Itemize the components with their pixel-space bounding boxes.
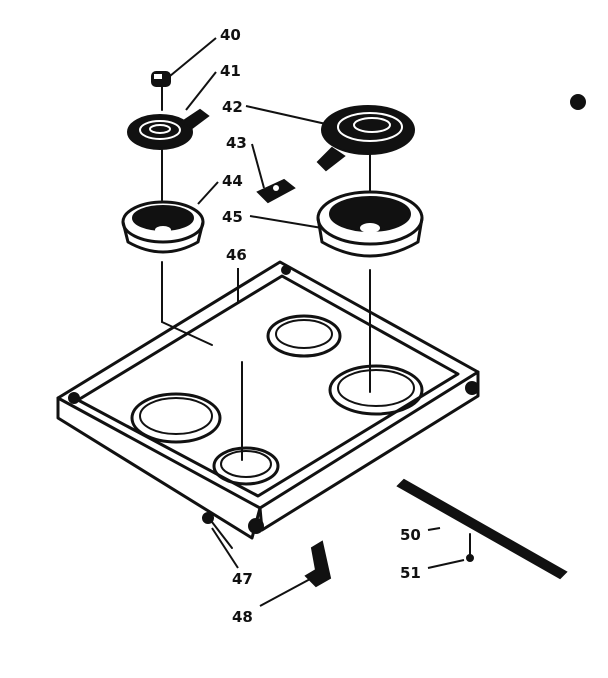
callout-51: 51 — [400, 564, 421, 582]
part-40-cap — [151, 71, 171, 87]
part-44-small-drip-pan — [121, 200, 205, 254]
callout-40: 40 — [220, 26, 241, 44]
part-41-small-element — [127, 108, 210, 150]
part-47-screw — [202, 512, 233, 549]
part-42-large-element — [316, 105, 415, 172]
callout-42: 42 — [222, 98, 243, 116]
callout-48: 48 — [232, 608, 253, 626]
part-45-large-drip-pan — [316, 190, 424, 258]
callout-45: 45 — [222, 208, 243, 226]
callout-43: 43 — [226, 134, 247, 152]
callout-47: 47 — [232, 570, 253, 588]
callout-46: 46 — [226, 246, 247, 264]
callout-44: 44 — [222, 172, 243, 190]
stray-mark — [570, 94, 586, 110]
part-48-bracket — [304, 540, 332, 588]
part-50-trim-strip — [396, 478, 568, 580]
callout-50: 50 — [400, 526, 421, 544]
part-43-terminal-block — [256, 178, 296, 204]
part-46-cooktop-frame — [56, 260, 480, 540]
part-51-screw — [466, 533, 474, 562]
callout-labels: 40 41 42 43 44 45 46 47 48 50 51 — [220, 26, 421, 626]
leader-lines — [169, 37, 465, 607]
callout-41: 41 — [220, 62, 241, 80]
